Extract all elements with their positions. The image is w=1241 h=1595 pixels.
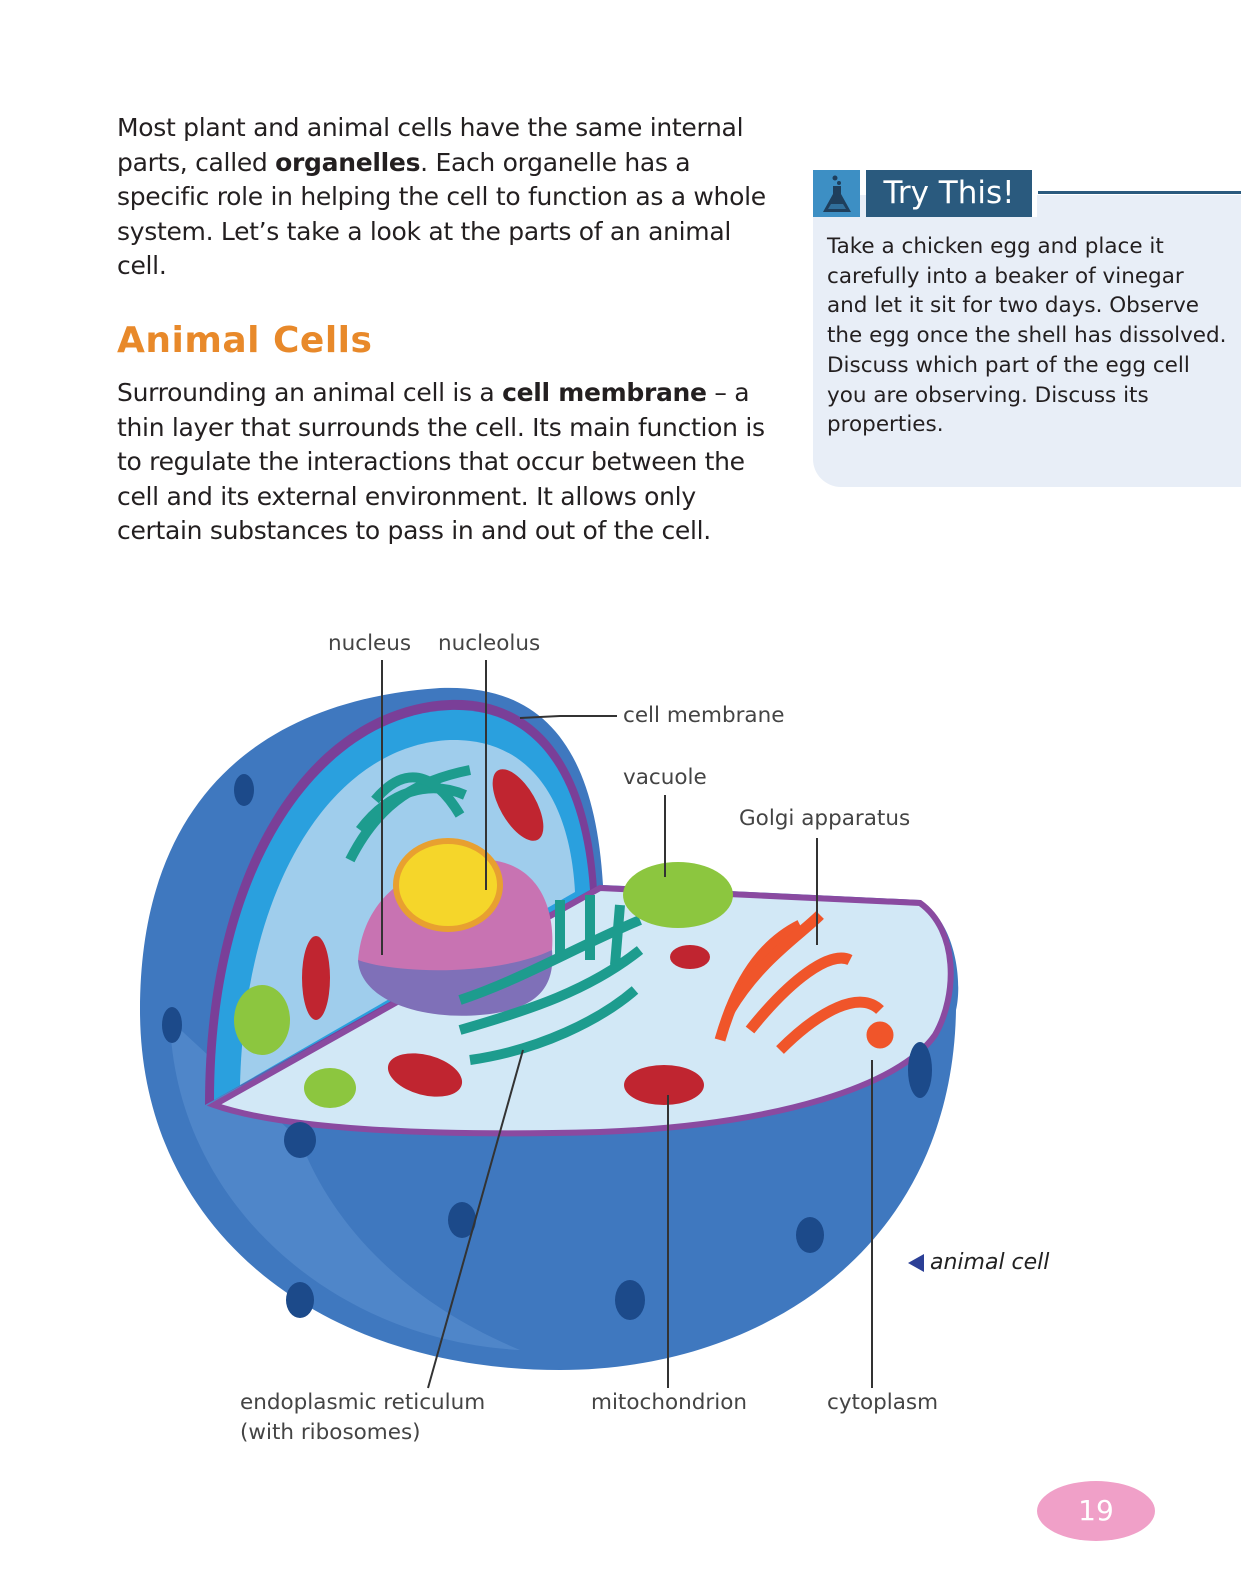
membrane-text-end: – a thin layer that surrounds the cell. …	[117, 378, 765, 545]
page-number: 19	[1037, 1481, 1155, 1541]
vacuoles	[234, 862, 733, 1108]
organelles-term: organelles	[275, 147, 421, 177]
intro-paragraph: Most plant and animal cells have the sam…	[117, 111, 767, 284]
caption-text: animal cell	[930, 1250, 1050, 1275]
label-cell-membrane: cell membrane	[623, 703, 785, 728]
surface-spots	[162, 774, 932, 1320]
label-ribosomes: (with ribosomes)	[240, 1420, 421, 1445]
divider-line	[1038, 191, 1241, 194]
intro-text: Most plant and animal cells have the sam…	[117, 113, 744, 177]
diagram-caption: animal cell	[908, 1250, 1049, 1275]
try-this-title: Try This!	[866, 170, 1037, 217]
leader-lines	[381, 660, 873, 1389]
membrane-text: Surrounding an animal cell is a	[117, 378, 503, 407]
try-this-text: Take a chicken egg and place it carefull…	[827, 234, 1227, 438]
nucleus	[358, 838, 553, 1016]
membrane-paragraph: Surrounding an animal cell is a cell mem…	[117, 376, 767, 549]
label-vacuole: vacuole	[623, 765, 707, 790]
try-this-panel	[813, 195, 1241, 487]
label-nucleolus: nucleolus	[438, 631, 541, 656]
intro-text-end: . Each organelle has a specific role in …	[117, 147, 766, 281]
triangle-pointer-icon	[908, 1253, 924, 1272]
label-mitochondrion: mitochondrion	[591, 1390, 747, 1415]
flask-icon	[813, 170, 860, 217]
section-heading: Animal Cells	[117, 320, 373, 361]
endoplasmic-reticulum	[345, 765, 644, 1065]
golgi-apparatus	[714, 911, 894, 1054]
label-golgi-apparatus: Golgi apparatus	[739, 806, 911, 831]
cell-membrane-term: cell membrane	[502, 378, 707, 407]
label-cytoplasm: cytoplasm	[827, 1390, 939, 1415]
label-nucleus: nucleus	[328, 631, 412, 656]
mitochondria	[302, 769, 710, 1105]
label-endoplasmic-reticulum: endoplasmic reticulum	[240, 1390, 486, 1415]
